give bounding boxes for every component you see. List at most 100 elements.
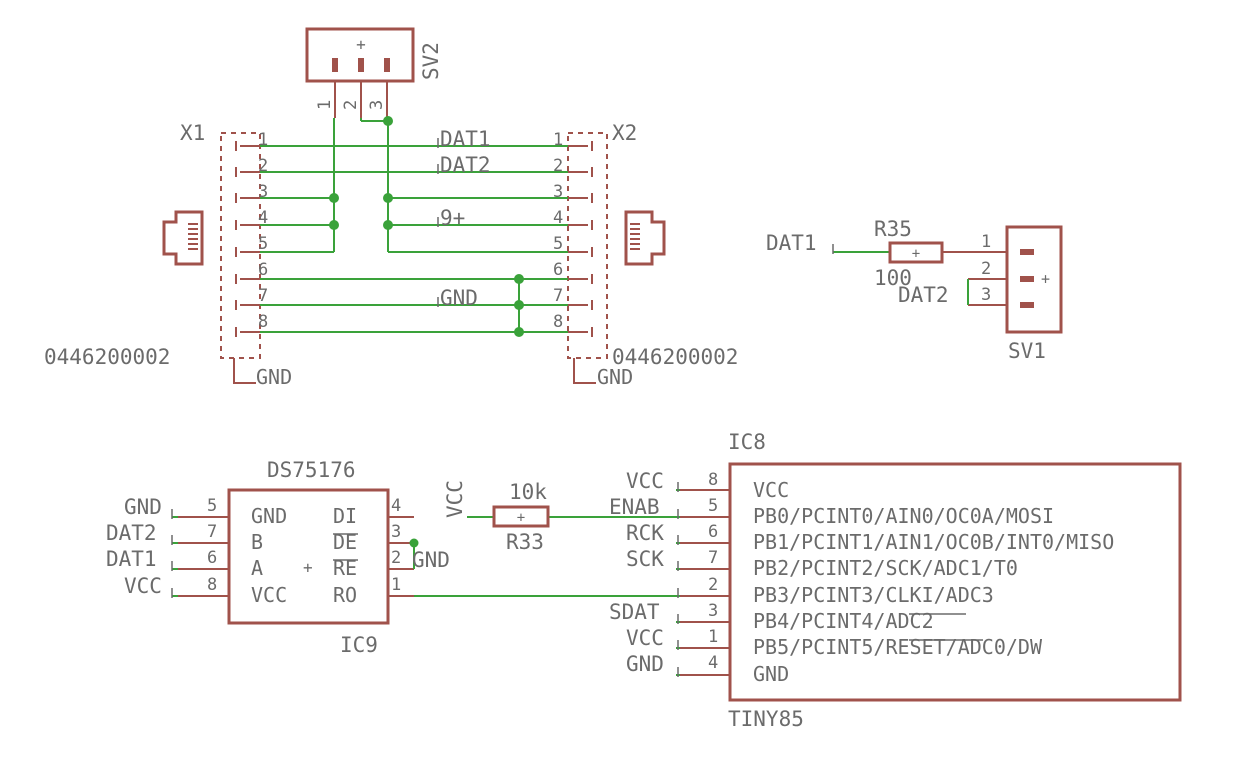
sv2-pin-2: 2	[341, 100, 361, 110]
ic9-label: IC9	[340, 633, 378, 657]
r35-value: 100	[874, 266, 912, 290]
junction	[329, 220, 339, 230]
ic9-pin-8: 8	[207, 575, 217, 595]
ic9-pin-5: 5	[207, 496, 217, 516]
x1-label: X1	[180, 121, 205, 145]
sv1-pin-3: 3	[981, 285, 991, 305]
x1-jack-icon	[162, 210, 204, 266]
x2-pin-5: 5	[553, 234, 563, 254]
net-label-vcc-ic9: VCC	[124, 574, 162, 598]
net-label-gnd-ic8: GND	[626, 652, 664, 676]
x1-connector: X1 0446200002 GND 1 2 3 4 5 6 7 8	[44, 121, 292, 389]
net-label-dat1: DAT1	[440, 127, 491, 151]
ic9-pin-6: 6	[207, 548, 217, 568]
ic8-pin-3: 3	[708, 601, 718, 621]
x2-jack-icon	[624, 210, 666, 266]
sv1-plus: +	[1041, 270, 1050, 288]
ic8-pin-8: 8	[708, 470, 718, 490]
ic8-value: TINY85	[728, 707, 804, 731]
ic9-plus: +	[303, 558, 313, 577]
ic8-pin-name-gnd: GND	[753, 662, 789, 686]
ic8-pin-name-pb0: PB0/PCINT0/AIN0/OC0A/MOSI	[753, 504, 1054, 528]
net-label-sck: SCK	[626, 547, 664, 571]
net-label-dat2-sv1: DAT2	[898, 283, 949, 307]
x2-pin-6: 6	[553, 260, 563, 280]
net-label-vcc-ic8: VCC	[626, 469, 664, 493]
ic8-pin-name-pb2: PB2/PCINT2/SCK/ADC1/T0	[753, 556, 1018, 580]
ic8-pin-1: 1	[708, 627, 718, 647]
net-label-dat2-ic9: DAT2	[106, 521, 157, 545]
junction	[383, 193, 393, 203]
net-label-gnd: GND	[440, 286, 478, 310]
sv1-label: SV1	[1008, 339, 1046, 363]
ic8-microcontroller: IC8 TINY85 8 5 6 7 2 3 1 4 VCC PB0/PCINT…	[609, 430, 1182, 731]
sv2-plus: +	[356, 35, 366, 54]
ic8-label: IC8	[728, 430, 766, 454]
net-label-dat1-sv1: DAT1	[766, 231, 817, 255]
x1-pin-7: 7	[258, 286, 268, 306]
ic9-pin-7: 7	[207, 522, 217, 542]
junction	[409, 538, 419, 548]
r35-resistor: + R35 100 DAT1	[766, 217, 944, 290]
sv1-pin-2: 2	[981, 259, 991, 279]
ic9-pin-name-a: A	[251, 556, 263, 580]
x1-value: 0446200002	[44, 345, 170, 369]
ic8-pin-name-pb1: PB1/PCINT1/AIN1/OC0B/INT0/MISO	[753, 530, 1114, 554]
x2-pin-8: 8	[553, 312, 563, 332]
junction	[514, 300, 524, 310]
ic9-pin-name-b: B	[251, 530, 263, 554]
junction	[329, 193, 339, 203]
ic9-transceiver: DS75176 IC9 + 5 7 6 8 GND B A VCC GND DA…	[106, 458, 678, 657]
x2-pin-2: 2	[553, 156, 563, 176]
net-label-enab: ENAB	[609, 495, 660, 519]
x1-pin-3: 3	[258, 182, 268, 202]
ic8-pin-name-pb5: PB5/PCINT5/RESET/ADC0/DW	[753, 635, 1043, 659]
net-label-dat1-ic9: DAT1	[106, 547, 157, 571]
r33-label: R33	[506, 530, 544, 554]
r33-value: 10k	[509, 480, 547, 504]
r33-resistor: + 10k R33 VCC	[443, 480, 678, 554]
x2-gnd-label: GND	[597, 365, 633, 389]
x1-pin-5: 5	[258, 234, 268, 254]
sv2-label: SV2	[419, 42, 443, 80]
ic8-pin-name-vcc: VCC	[753, 478, 789, 502]
sv1-pin-1: 1	[981, 232, 991, 252]
sv2-connector: + SV2 1 2 3	[305, 27, 443, 118]
net-label-sdat: SDAT	[609, 600, 660, 624]
sv2-pin-1: 1	[315, 100, 335, 110]
ic8-pin-name-pb3: PB3/PCINT3/CLKI/ADC3	[753, 583, 994, 607]
ic9-pin-3: 3	[391, 522, 401, 542]
rj45-bus-wires: DAT1 DAT2 9+ GND	[260, 116, 568, 337]
ic8-pin-5: 5	[708, 496, 718, 516]
junction	[514, 327, 524, 337]
net-label-gnd-de: GND	[412, 548, 450, 572]
x1-pin-2: 2	[258, 156, 268, 176]
sv2-pin-3: 3	[367, 100, 387, 110]
ic8-pin-7: 7	[708, 548, 718, 568]
ic8-pin-name-pb4: PB4/PCINT4/ADC2	[753, 609, 934, 633]
net-label-vcc-ic8-b: VCC	[626, 626, 664, 650]
net-label-vcc-r33: VCC	[443, 480, 467, 518]
ic9-pin-4: 4	[391, 496, 401, 516]
x1-pin-8: 8	[258, 312, 268, 332]
x2-connector: X2 0446200002 GND 1 2 3 4 5 6 7 8	[553, 121, 738, 389]
net-label-9v: 9+	[440, 206, 465, 230]
x2-pin-4: 4	[553, 208, 563, 228]
r33-plus: +	[517, 510, 525, 526]
ic9-pin-2: 2	[391, 548, 401, 568]
x1-pin-6: 6	[258, 260, 268, 280]
x1-pin-1: 1	[258, 130, 268, 150]
ic9-pin-name-vcc: VCC	[251, 583, 287, 607]
ic8-pin-6: 6	[708, 522, 718, 542]
x2-pin-7: 7	[553, 286, 563, 306]
junction	[514, 274, 524, 284]
net-label-dat2: DAT2	[440, 153, 491, 177]
x2-pin-1: 1	[553, 130, 563, 150]
x2-label: X2	[612, 121, 637, 145]
net-label-rck: RCK	[626, 521, 664, 545]
ic9-pin-1: 1	[391, 575, 401, 595]
ic9-pin-name-di: DI	[333, 504, 357, 528]
sv1-connector: + 1 2 3 SV1 DAT2	[898, 225, 1063, 363]
ic8-pin-2: 2	[708, 575, 718, 595]
